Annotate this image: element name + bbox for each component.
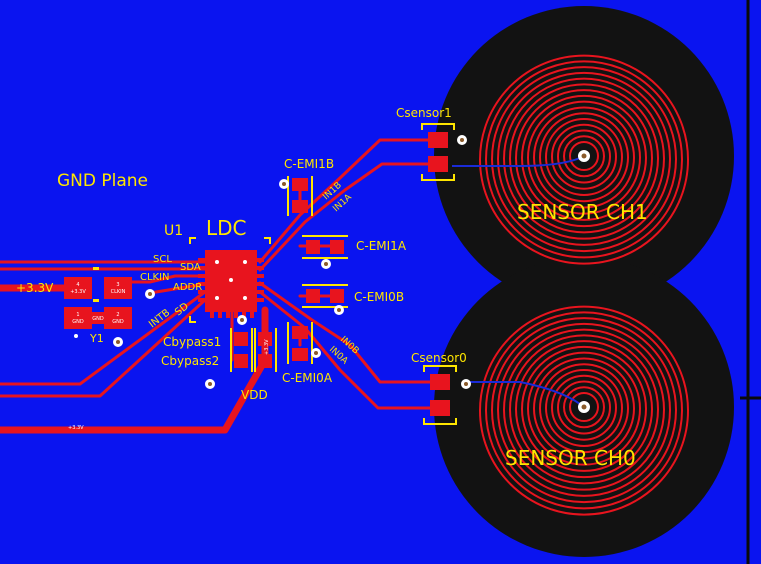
label-cbypass1: Cbypass1 — [163, 335, 221, 349]
ldc-corner-marks — [189, 237, 271, 323]
y1-silk-mark-2 — [93, 299, 99, 302]
coil-turn — [491, 317, 677, 504]
y1-pad-3 — [104, 277, 132, 299]
y1-silk-mark — [93, 267, 99, 270]
sensor-ch1-return-trace — [452, 157, 581, 167]
y1-pad-2-net: GND — [112, 319, 124, 325]
vias — [113, 150, 590, 413]
coil-turn — [563, 135, 605, 178]
csensor1-footprint — [421, 123, 467, 181]
label-33v: +3.3V — [16, 281, 54, 295]
cbypass-footprints — [205, 315, 277, 389]
coil-turn — [497, 71, 671, 246]
label-trace-33v: +3.3V — [68, 425, 84, 431]
c-emi1a-footprint — [302, 235, 348, 269]
coil-turn — [551, 123, 617, 190]
coil-turn — [539, 112, 629, 203]
sensor-ch0-coil — [479, 305, 689, 516]
y1-gnd-strip — [92, 312, 104, 324]
coil-turn — [533, 357, 635, 460]
label-sensor-ch0: SENSOR CH0 — [505, 446, 636, 470]
label-csensor0: Csensor0 — [411, 351, 467, 365]
coil-turn — [557, 129, 611, 184]
y1-pad-4-num: 4 — [76, 282, 79, 288]
y1-pad-2-num: 2 — [116, 312, 119, 318]
y1-mid-net: GND — [92, 316, 104, 322]
y1-pad-2 — [104, 307, 132, 329]
trace-in0a — [258, 290, 442, 410]
label-y1: Y1 — [89, 332, 104, 345]
label-scl: SCL — [153, 254, 172, 265]
coil-turn — [503, 328, 665, 491]
coil-turn — [551, 374, 617, 441]
coil-turn — [515, 89, 653, 228]
coil-turn — [527, 351, 641, 466]
coil-turn — [479, 305, 689, 516]
y1-pad-1-net: GND — [72, 319, 84, 325]
copper-traces — [0, 138, 442, 434]
c-emi1b-footprint — [279, 176, 313, 216]
label-cbypass2: Cbypass2 — [161, 354, 219, 368]
y1-pad-1 — [64, 307, 92, 329]
c-emi0a-footprint — [287, 322, 321, 364]
ldc-chip-pins — [198, 258, 264, 318]
ldc-thermal-vias — [215, 260, 247, 300]
coil-turn — [563, 386, 605, 429]
c-emi0b-footprint — [302, 284, 348, 315]
trace-in1b — [258, 138, 440, 264]
trace-in1a — [258, 162, 442, 272]
y1-pad-3-net: CLKIN — [111, 289, 126, 295]
y1-pad-4-net: +3.3V — [70, 289, 86, 295]
coil-turn — [527, 100, 641, 215]
trace-sd — [0, 298, 207, 398]
label-sda: SDA — [180, 262, 201, 273]
coil-turn — [557, 380, 611, 435]
coil-turn — [491, 66, 677, 253]
label-addr: ADDR — [173, 282, 202, 293]
label-gnd-plane: GND Plane — [57, 171, 148, 191]
trace-in0b — [258, 281, 442, 384]
coil-turn — [539, 363, 629, 454]
label-c-emi0a: C-EMI0A — [282, 371, 333, 385]
sensor-ch0-return-trace — [466, 381, 581, 405]
trace-clkin — [118, 274, 207, 284]
y1-pad-3-num: 3 — [116, 282, 119, 288]
cap-footprints — [205, 123, 471, 425]
csensor0-footprint — [423, 365, 471, 425]
trace-intb — [0, 290, 207, 386]
label-csensor1: Csensor1 — [396, 106, 452, 120]
label-c-emi0b: C-EMI0B — [354, 290, 404, 304]
y1-crystal — [64, 267, 132, 338]
coil-turn — [521, 94, 647, 221]
coil-turn — [521, 345, 647, 472]
y1-pad-labels: 4 +3.3V 3 CLKIN 1 GND 2 GND GND — [70, 282, 125, 325]
sensor-ch1-coil — [479, 54, 689, 265]
coil-turn — [545, 368, 623, 447]
label-c-emi1a: C-EMI1A — [356, 239, 407, 253]
label-clkin: CLKIN — [140, 272, 170, 283]
coil-turn — [485, 60, 683, 259]
y1-pad-1-num: 1 — [76, 312, 79, 318]
coil-turn — [485, 311, 683, 510]
label-u1: U1 — [164, 223, 183, 239]
trace-addr — [148, 282, 207, 295]
coil-turn — [569, 141, 599, 171]
label-trace-33v-vertical: +3.3V — [264, 339, 270, 355]
coil-turn — [545, 117, 623, 196]
label-vdd: VDD — [241, 388, 268, 402]
coil-turn — [509, 334, 659, 485]
y1-pin1-dot — [74, 334, 78, 338]
coil-turn — [497, 322, 671, 497]
label-ldc: LDC — [206, 216, 247, 240]
label-sensor-ch1: SENSOR CH1 — [517, 200, 648, 224]
coil-turn — [515, 340, 653, 479]
coil-turn — [503, 77, 665, 240]
label-c-emi1b: C-EMI1B — [284, 157, 334, 171]
coil-turn — [479, 54, 689, 265]
coil-turn — [533, 106, 635, 209]
coil-turn — [569, 392, 599, 422]
coil-turn — [509, 83, 659, 234]
y1-pad-4 — [64, 277, 92, 299]
